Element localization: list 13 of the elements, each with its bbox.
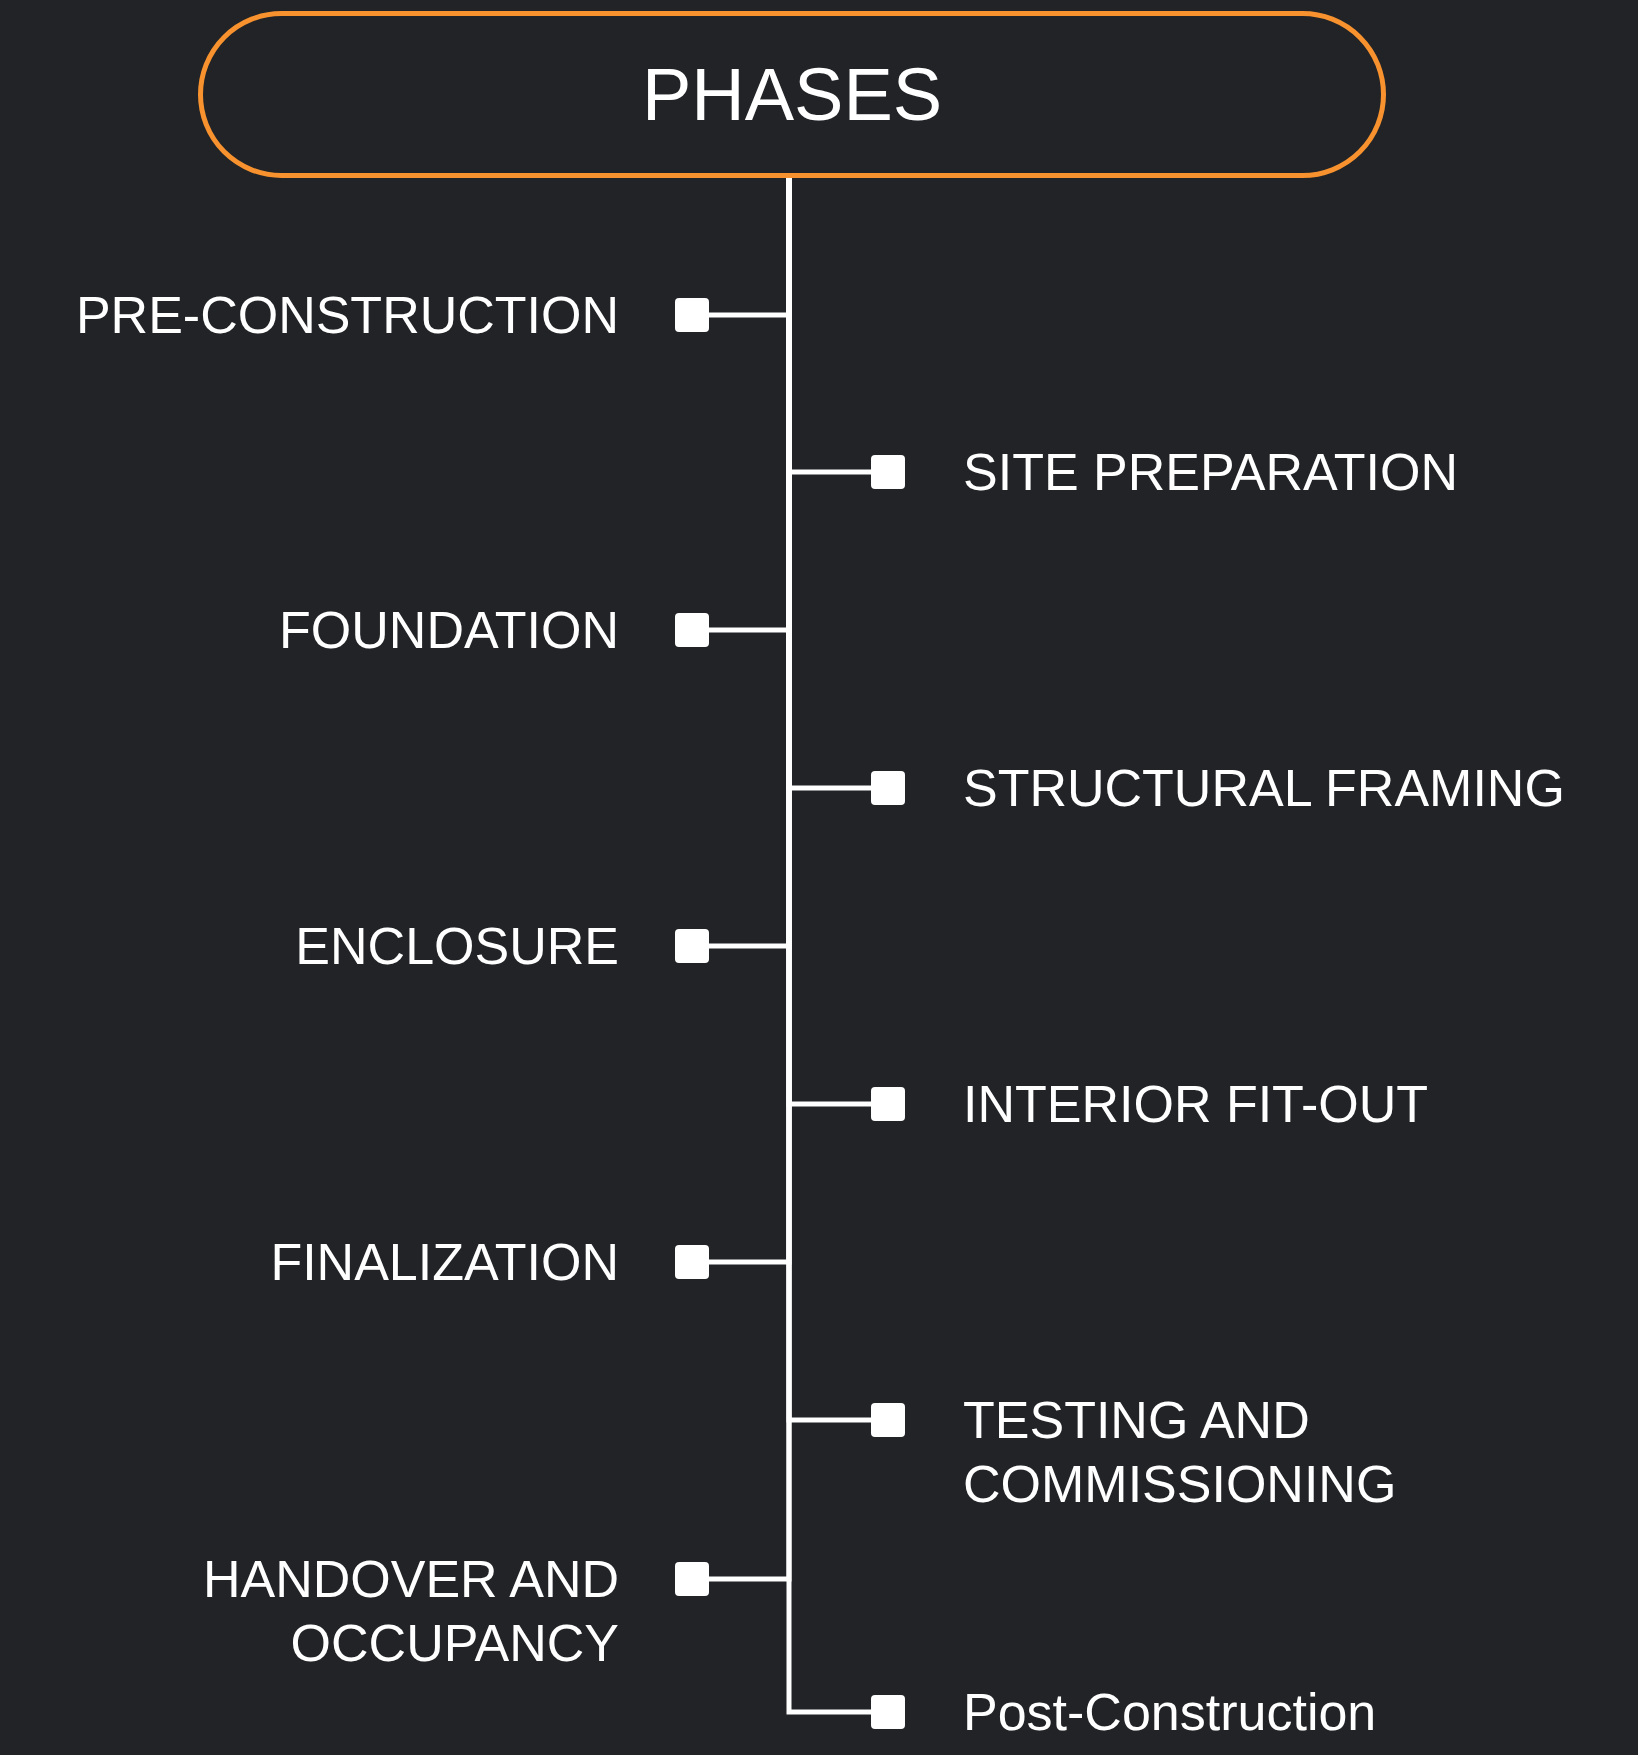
phase-label: SITE PREPARATION (963, 442, 1460, 503)
phase-label: Post-Construction (963, 1682, 1378, 1743)
title-text: PHASES (641, 57, 943, 132)
phase-label: ENCLOSURE (294, 916, 619, 977)
connector-line (786, 178, 905, 1729)
phase-label: FOUNDATION (278, 600, 619, 661)
phase-label: STRUCTURAL FRAMING (963, 758, 1566, 819)
phase-label: PRE-CONSTRUCTION (74, 285, 619, 346)
phase-label: HANDOVER AND OCCUPANCY (201, 1549, 619, 1674)
title-pill (198, 11, 1386, 178)
phase-label: FINALIZATION (269, 1232, 619, 1293)
phase-label: INTERIOR FIT-OUT (963, 1074, 1430, 1135)
phase-label: TESTING AND COMMISSIONING (963, 1390, 1398, 1515)
